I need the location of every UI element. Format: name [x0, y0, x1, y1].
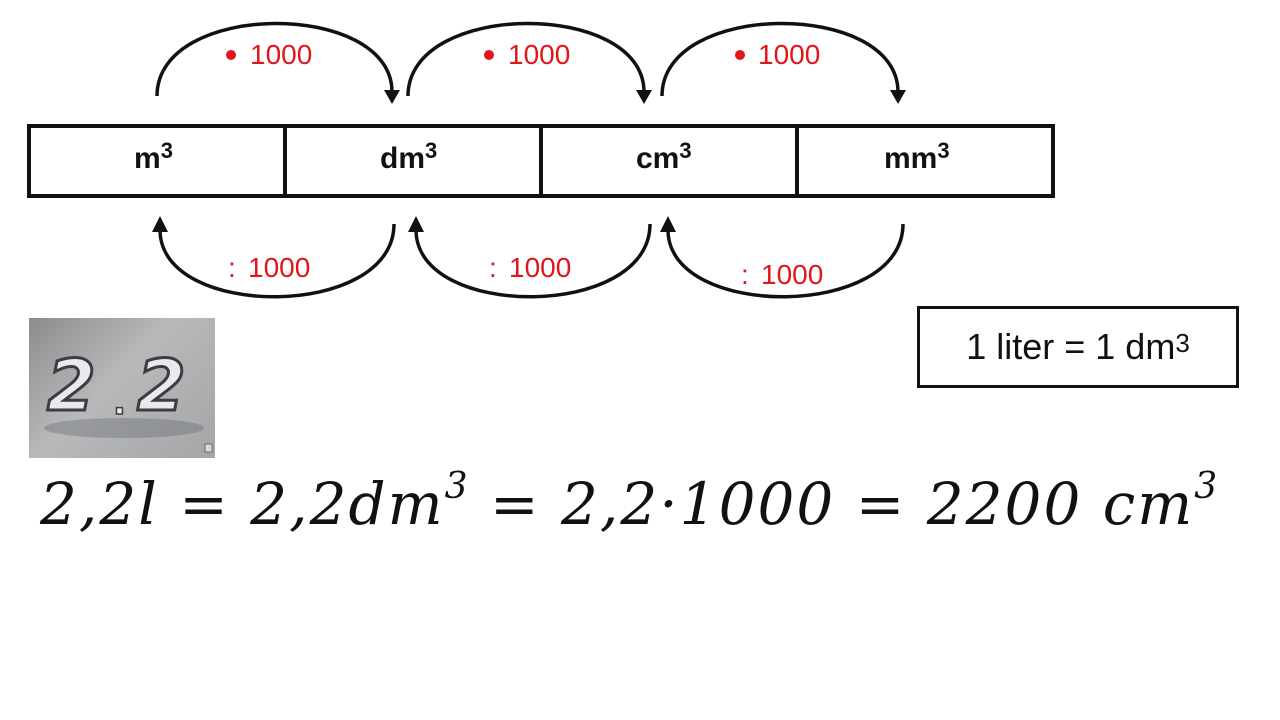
arrow-up-icon — [660, 216, 676, 232]
multiply-factor-1: 1000 — [250, 39, 312, 70]
unit-cell-mm3 — [795, 124, 1055, 198]
multiply-factor-3: 1000 — [758, 39, 820, 70]
handwritten-equation: 2,2l = 2,2dm3 = 2,2·1000 = 2200 cm3 — [40, 466, 1219, 538]
divide-arc-2 — [408, 216, 652, 299]
multiply-dot-icon — [484, 50, 494, 60]
divide-factor-2: 1000 — [509, 252, 571, 283]
unit-label-dm3: dm3 — [380, 138, 437, 175]
badge-digit-right: 2 — [137, 345, 186, 427]
divide-symbol-1: : — [228, 252, 236, 283]
arrow-down-icon — [636, 90, 652, 104]
divide-symbol-2: : — [489, 252, 497, 283]
liter-equivalence-exponent: 3 — [1175, 327, 1190, 358]
equation-exponent-2: 3 — [1194, 465, 1220, 507]
multiply-factor-2: 1000 — [508, 39, 570, 70]
equation-part-2: = 2,2·1000 = 2200 cm — [469, 470, 1195, 538]
engine-badge-photo: 2 . 2 — [29, 318, 215, 458]
multiply-arc-3 — [660, 21, 906, 104]
arrow-down-icon — [384, 90, 400, 104]
divide-symbol-3: : — [741, 259, 749, 290]
divide-arc-1 — [152, 216, 396, 299]
unit-conversion-diagram: m3 dm3 cm3 mm3 1000 1000 1000 : 1000 — [27, 21, 1055, 299]
badge-dot: . — [113, 383, 126, 423]
multiply-dot-icon — [735, 50, 745, 60]
equation-part-1: 2,2l = 2,2dm — [40, 470, 445, 538]
unit-label-cm3: cm3 — [636, 138, 692, 175]
camera-icon — [204, 443, 213, 453]
arrow-down-icon — [890, 90, 906, 104]
divide-factor-3: 1000 — [761, 259, 823, 290]
badge-digit-left: 2 — [47, 345, 96, 427]
equation-exponent-1: 3 — [444, 465, 470, 507]
divide-arc-3 — [660, 216, 905, 299]
multiply-arc-1 — [155, 21, 400, 104]
unit-label-mm3: mm3 — [884, 138, 950, 175]
liter-equivalence-text: 1 liter = 1 dm — [966, 326, 1176, 367]
divide-factor-1: 1000 — [248, 252, 310, 283]
arrow-up-icon — [408, 216, 424, 232]
multiply-arc-2 — [406, 21, 652, 104]
multiply-dot-icon — [226, 50, 236, 60]
unit-table — [27, 124, 1055, 198]
unit-label-m3: m3 — [134, 138, 173, 175]
arrow-up-icon — [152, 216, 168, 232]
